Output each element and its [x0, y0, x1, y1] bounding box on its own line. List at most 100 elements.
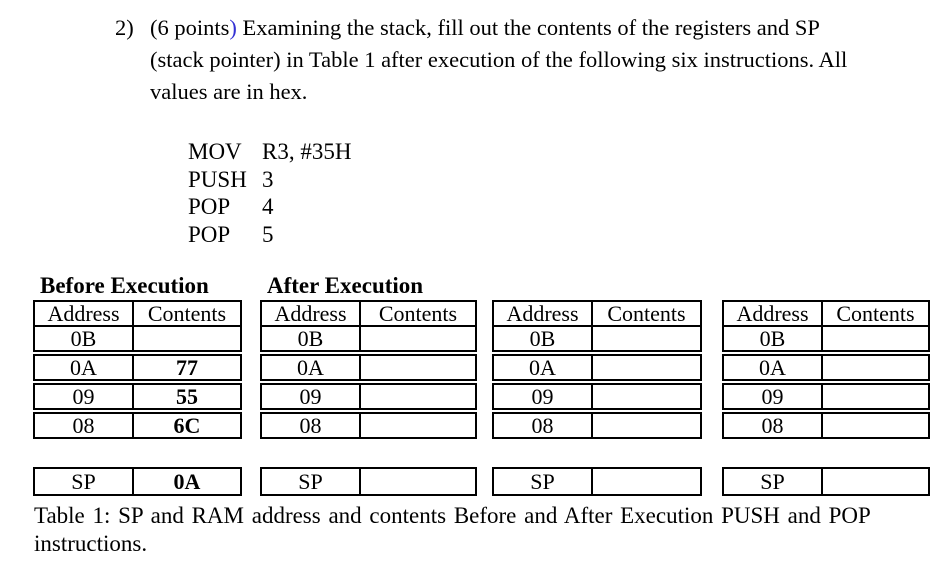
table-caption-line-2: instructions. — [34, 531, 148, 556]
question-line-2: (stack pointer) in Table 1 after executi… — [150, 47, 848, 72]
sp-table: SP 0A — [33, 467, 242, 496]
address-header-cell: Address — [494, 302, 593, 325]
contents-cell — [361, 327, 475, 350]
sp-value-cell — [823, 469, 928, 494]
after-execution-column-2: Address Contents 0B 0A 09 08 — [492, 273, 702, 563]
contents-cell — [593, 327, 700, 350]
before-execution-column: Before Execution Address Contents 0B 0A … — [33, 273, 242, 563]
question-line-1-text: Examining the stack, fill out the conten… — [236, 15, 820, 40]
heading-spacer — [722, 273, 930, 300]
address-cell: 0B — [35, 327, 134, 350]
table-row: 08 — [722, 412, 930, 439]
code-line-pop-4: POP 4 — [188, 193, 351, 221]
table-row: 0B — [35, 327, 240, 350]
sp-value-cell — [361, 469, 475, 494]
heading-spacer — [492, 273, 702, 300]
address-header-cell: Address — [262, 302, 361, 325]
table-top-box: Address Contents 0B — [722, 300, 930, 352]
contents-cell: 6C — [173, 414, 201, 437]
code-line-push: PUSH 3 — [188, 166, 351, 194]
table-row: 0B — [494, 327, 700, 350]
address-cell: 08 — [262, 414, 361, 437]
question-line-3: values are in hex. — [150, 79, 308, 104]
points-close-paren-link[interactable]: ) — [229, 15, 237, 40]
code-operand: 5 — [262, 221, 274, 247]
code-mnemonic: POP — [188, 194, 231, 219]
address-cell: 0B — [262, 327, 361, 350]
table-row: 08 — [260, 412, 477, 439]
contents-cell: 77 — [176, 356, 198, 379]
table-header-row: Address Contents — [35, 302, 240, 327]
after-execution-heading: After Execution — [267, 273, 424, 298]
sp-value-cell: 0A — [173, 469, 201, 494]
table-header-row: Address Contents — [494, 302, 700, 327]
contents-cell: 55 — [176, 385, 198, 408]
contents-header-cell: Contents — [378, 302, 458, 325]
address-header-cell: Address — [724, 302, 823, 325]
table-row: 09 55 — [33, 383, 242, 410]
address-cell: 0A — [262, 356, 361, 379]
contents-cell — [593, 414, 700, 437]
address-cell: 09 — [35, 385, 134, 408]
table-row: 0A 77 — [33, 354, 242, 381]
table-header-row: Address Contents — [262, 302, 475, 327]
table-top-box: Address Contents 0B — [33, 300, 242, 352]
address-cell: 08 — [724, 414, 823, 437]
contents-cell — [361, 385, 475, 408]
table-row: 09 — [722, 383, 930, 410]
contents-cell — [593, 356, 700, 379]
contents-cell — [361, 414, 475, 437]
sp-label-cell: SP — [35, 469, 134, 494]
before-execution-table: Address Contents 0B 0A 77 09 55 08 6C — [33, 300, 242, 439]
question-text: (6 points) Examining the stack, fill out… — [150, 12, 850, 108]
sp-table: SP — [722, 467, 930, 496]
table-header-row: Address Contents — [724, 302, 928, 327]
address-cell: 09 — [724, 385, 823, 408]
address-cell: 09 — [262, 385, 361, 408]
after-execution-table-2: Address Contents 0B 0A 09 08 — [492, 300, 702, 439]
after-execution-column-3: Address Contents 0B 0A 09 08 — [722, 273, 930, 563]
table-row: 09 — [492, 383, 702, 410]
table-row: 0A — [260, 354, 477, 381]
address-cell: 09 — [494, 385, 593, 408]
assembly-code-block: MOV R3, #35H PUSH 3 POP 4 POP 5 — [188, 138, 351, 248]
contents-cell — [823, 414, 928, 437]
points-label: (6 points — [150, 15, 230, 40]
code-operand: R3, #35H — [262, 139, 352, 164]
question-number: 2) — [115, 15, 134, 40]
address-cell: 08 — [35, 414, 134, 437]
contents-header-cell: Contents — [147, 302, 227, 325]
table-caption: Table 1: SP and RAM address and contents… — [34, 502, 934, 558]
contents-header-cell: Contents — [607, 302, 686, 325]
after-execution-table-1: Address Contents 0B 0A 09 08 — [260, 300, 477, 439]
sp-label-cell: SP — [494, 469, 593, 494]
contents-header-cell: Contents — [836, 302, 915, 325]
address-cell: 0A — [494, 356, 593, 379]
code-mnemonic: PUSH — [188, 166, 247, 192]
contents-cell — [823, 356, 928, 379]
table-row: 08 6C — [33, 412, 242, 439]
contents-cell — [823, 385, 928, 408]
after-execution-column-1: After Execution Address Contents 0B 0A 0… — [260, 273, 477, 563]
code-operand: 3 — [262, 166, 274, 192]
sp-value-cell — [593, 469, 700, 494]
code-operand: 4 — [262, 194, 274, 219]
table-row: 0A — [492, 354, 702, 381]
address-cell: 0A — [35, 356, 134, 379]
table-row: 0B — [724, 327, 928, 350]
sp-label-cell: SP — [724, 469, 823, 494]
address-cell: 0B — [494, 327, 593, 350]
address-cell: 0B — [724, 327, 823, 350]
contents-cell — [823, 327, 928, 350]
contents-cell — [593, 385, 700, 408]
code-mnemonic: MOV — [188, 139, 242, 164]
sp-table: SP — [492, 467, 702, 496]
table-row: 09 — [260, 383, 477, 410]
question-line-1: (6 points) Examining the stack, fill out… — [150, 12, 850, 44]
table-caption-line-1: Table 1: SP and RAM address and contents… — [34, 503, 871, 528]
after-execution-table-3: Address Contents 0B 0A 09 08 — [722, 300, 930, 439]
sp-table: SP — [260, 467, 477, 496]
before-execution-heading: Before Execution — [40, 273, 209, 298]
contents-cell — [361, 356, 475, 379]
